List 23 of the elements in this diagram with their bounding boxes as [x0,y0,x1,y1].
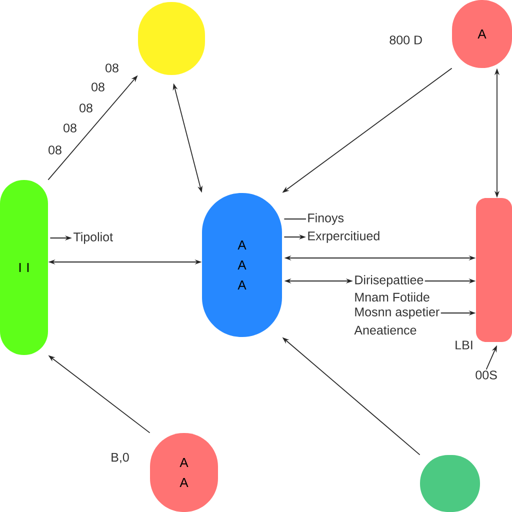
text-label: B,0 [112,452,129,464]
text-label: 08 [64,124,76,132]
node-label: Finoys [308,213,344,225]
text-label: 08 [92,82,104,92]
text-label: 08 [48,146,62,154]
rounded-box: A [452,0,512,68]
rounded-box: A A A [202,193,282,337]
rounded-box [476,198,512,342]
node-label: Mosnn aspetier [355,307,440,319]
text-label: 08 [80,104,92,112]
text-label: Mnam Fotiide [355,292,430,302]
text-label: 08 [106,64,118,72]
node-label: Dirisepattiee [355,275,424,287]
rounded-box: A A [150,433,218,512]
node-label: Tipoliot [73,232,113,244]
text-label: Aneatience [354,325,416,335]
rounded-shape [138,2,205,75]
node-label: Exrpercitiued [308,231,380,243]
text-label: LBI [456,340,472,350]
node-label: 00S [476,370,497,380]
text-label: 800 D [390,36,422,44]
rounded-box: I I [0,180,48,355]
rounded-shape [420,455,480,512]
